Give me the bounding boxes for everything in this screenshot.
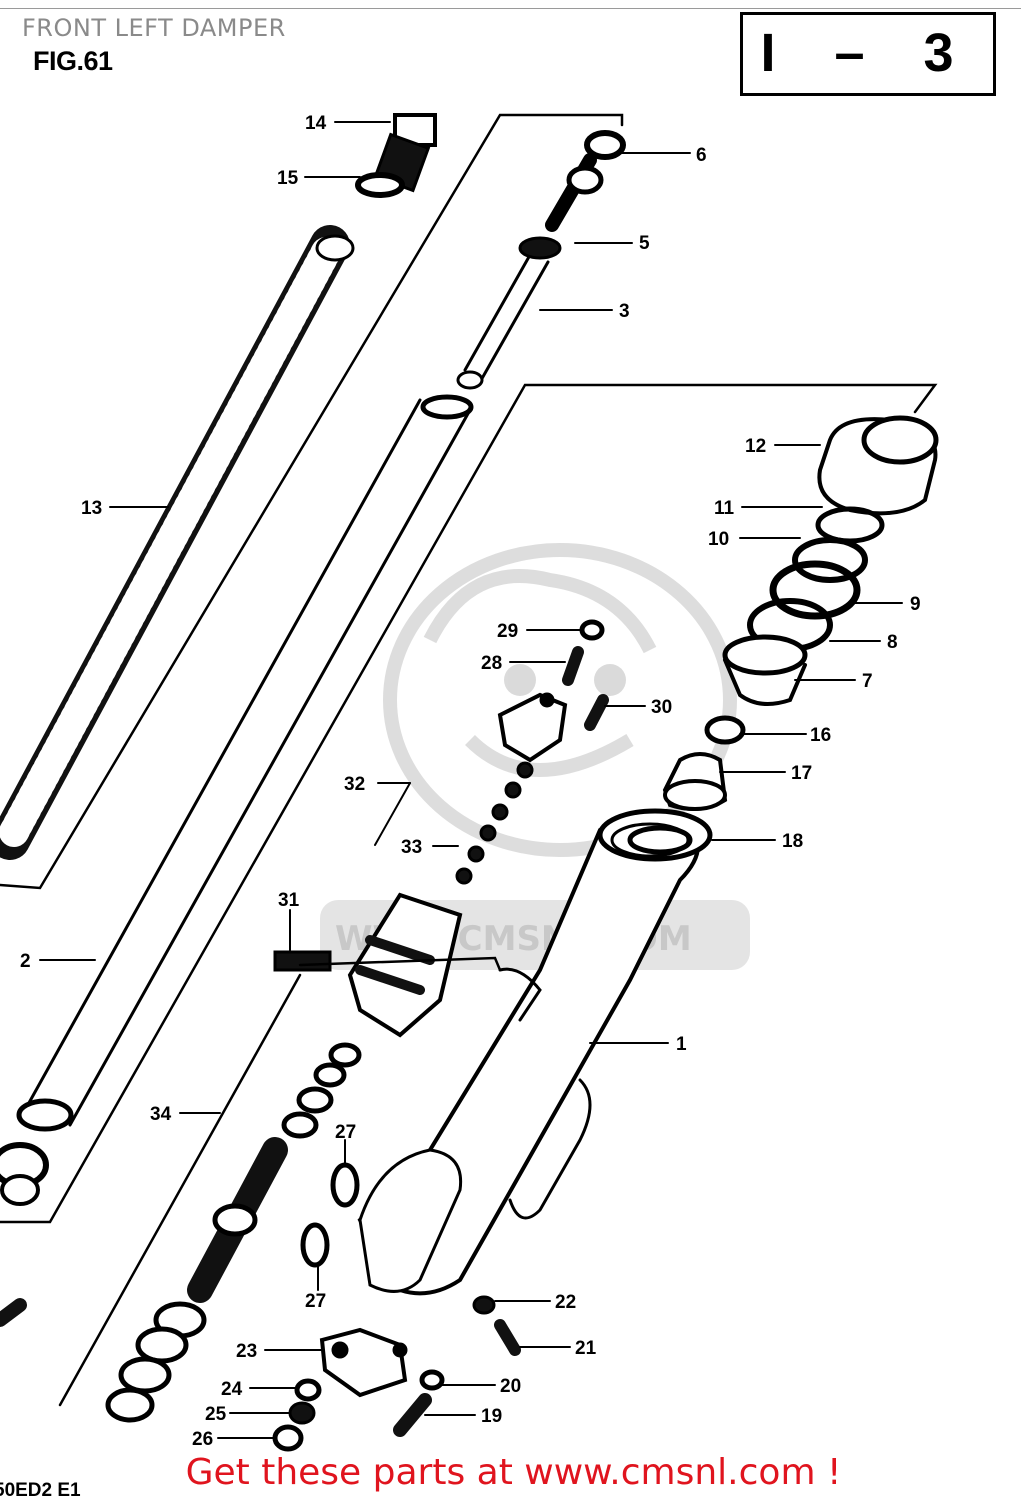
top-rule [0,8,1021,9]
callout-1: 1 [676,1034,687,1055]
parts-chain-34 [105,1042,362,1423]
page-code: 50ED2 E1 [0,1480,81,1501]
footer-cta-link[interactable]: Get these parts at www.cmsnl.com ! [185,1452,842,1493]
spring-13 [0,225,355,860]
valve-body-32 [497,692,568,763]
callout-19: 19 [481,1406,502,1427]
callout-7: 7 [862,671,873,692]
screw-29 [579,619,605,641]
ring-10 [792,537,868,583]
cylinder-base-17 [662,752,728,811]
callout-30: 30 [651,697,672,718]
callout-29: 29 [497,621,518,642]
callout-22: 22 [555,1292,576,1313]
oil-seal-9 [769,560,861,620]
callout-23: 23 [236,1341,257,1362]
callout-27b: 27 [305,1291,326,1312]
screw-28 [562,646,584,686]
callout-6: 6 [696,145,707,166]
callout-3: 3 [619,301,630,322]
callout-14: 14 [305,113,327,134]
callout-5: 5 [639,233,650,254]
callout-2: 2 [20,951,31,972]
callout-12: 12 [745,436,766,457]
callout-31: 31 [278,890,300,911]
callout-34: 34 [150,1104,172,1125]
bushing-7 [722,634,808,706]
screw-30 [584,694,609,731]
callout-28: 28 [481,653,502,674]
o-ring-27a [330,1162,360,1208]
outer-tube-1 [357,808,713,1296]
washer-24 [294,1378,322,1402]
callout-8: 8 [887,632,898,653]
callout-33: 33 [401,837,422,858]
section-box: I – 3 [740,12,996,96]
figure-label: FIG.61 [33,46,113,76]
washer-25 [288,1401,316,1425]
callout-10: 10 [708,529,729,550]
inner-tube-2 [0,394,474,1206]
callout-15: 15 [277,168,299,189]
dust-seal-12 [817,415,939,516]
callout-9: 9 [910,594,921,615]
oil-lock-16 [704,715,746,745]
cap-bolt-14 [355,113,437,198]
axle-holder-23 [319,1327,408,1398]
page-title: FRONT LEFT DAMPER [22,14,286,42]
o-ring-27b [300,1222,330,1268]
damper-rod-3 [456,130,626,390]
callout-17: 17 [791,763,812,784]
callout-27a: 27 [335,1122,356,1143]
callout-21: 21 [575,1338,597,1359]
callout-18: 18 [782,831,803,852]
antidive-housing [347,892,463,1038]
callout-20: 20 [500,1376,521,1397]
bolt-19 [393,1393,432,1437]
callout-25: 25 [205,1404,227,1425]
callout-11: 11 [714,498,735,519]
washer-20 [419,1369,445,1391]
oil-seal-18 [627,825,693,855]
callout-13: 13 [81,498,102,519]
section-box-text: I – 3 [760,23,976,83]
ball-chain-33 [455,761,534,885]
callout-32: 32 [344,774,365,795]
bolt-31 [273,950,332,972]
washer-22 [472,1295,496,1315]
callout-24: 24 [221,1379,243,1400]
nut-26 [272,1424,304,1452]
callout-26: 26 [192,1429,213,1450]
circlip-11 [815,506,885,544]
bolt-21 [494,1319,521,1356]
callout-16: 16 [810,725,831,746]
